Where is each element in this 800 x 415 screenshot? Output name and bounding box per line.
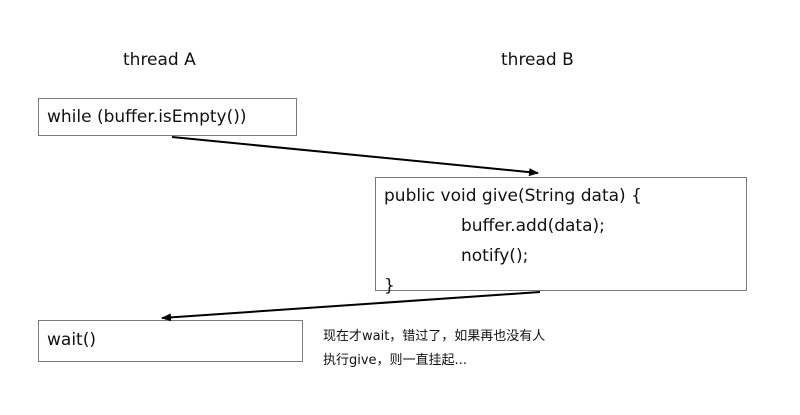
thread-b-header: thread B [501,50,574,70]
wait-code: wait() [47,330,96,350]
note-line-1: 现在才wait，错过了，如果再也没有人 [323,329,546,344]
while-loop-box: while (buffer.isEmpty()) [38,98,297,136]
give-signature-line: public void give(String data) { [384,186,642,206]
thread-a-header: thread A [123,50,196,70]
wait-box: wait() [38,320,303,362]
explanation-note: 现在才wait，错过了，如果再也没有人 执行give，则一直挂起... [323,325,545,373]
arrow-to-give [171,136,539,177]
closing-brace-line: } [384,276,395,296]
buffer-add-line: buffer.add(data); [461,216,605,236]
note-line-2: 执行give，则一直挂起... [323,353,467,368]
notify-line: notify(); [461,246,529,266]
arrow-to-wait [161,291,541,322]
while-loop-code: while (buffer.isEmpty()) [47,107,247,127]
give-method-box: public void give(String data) { buffer.a… [375,177,747,296]
